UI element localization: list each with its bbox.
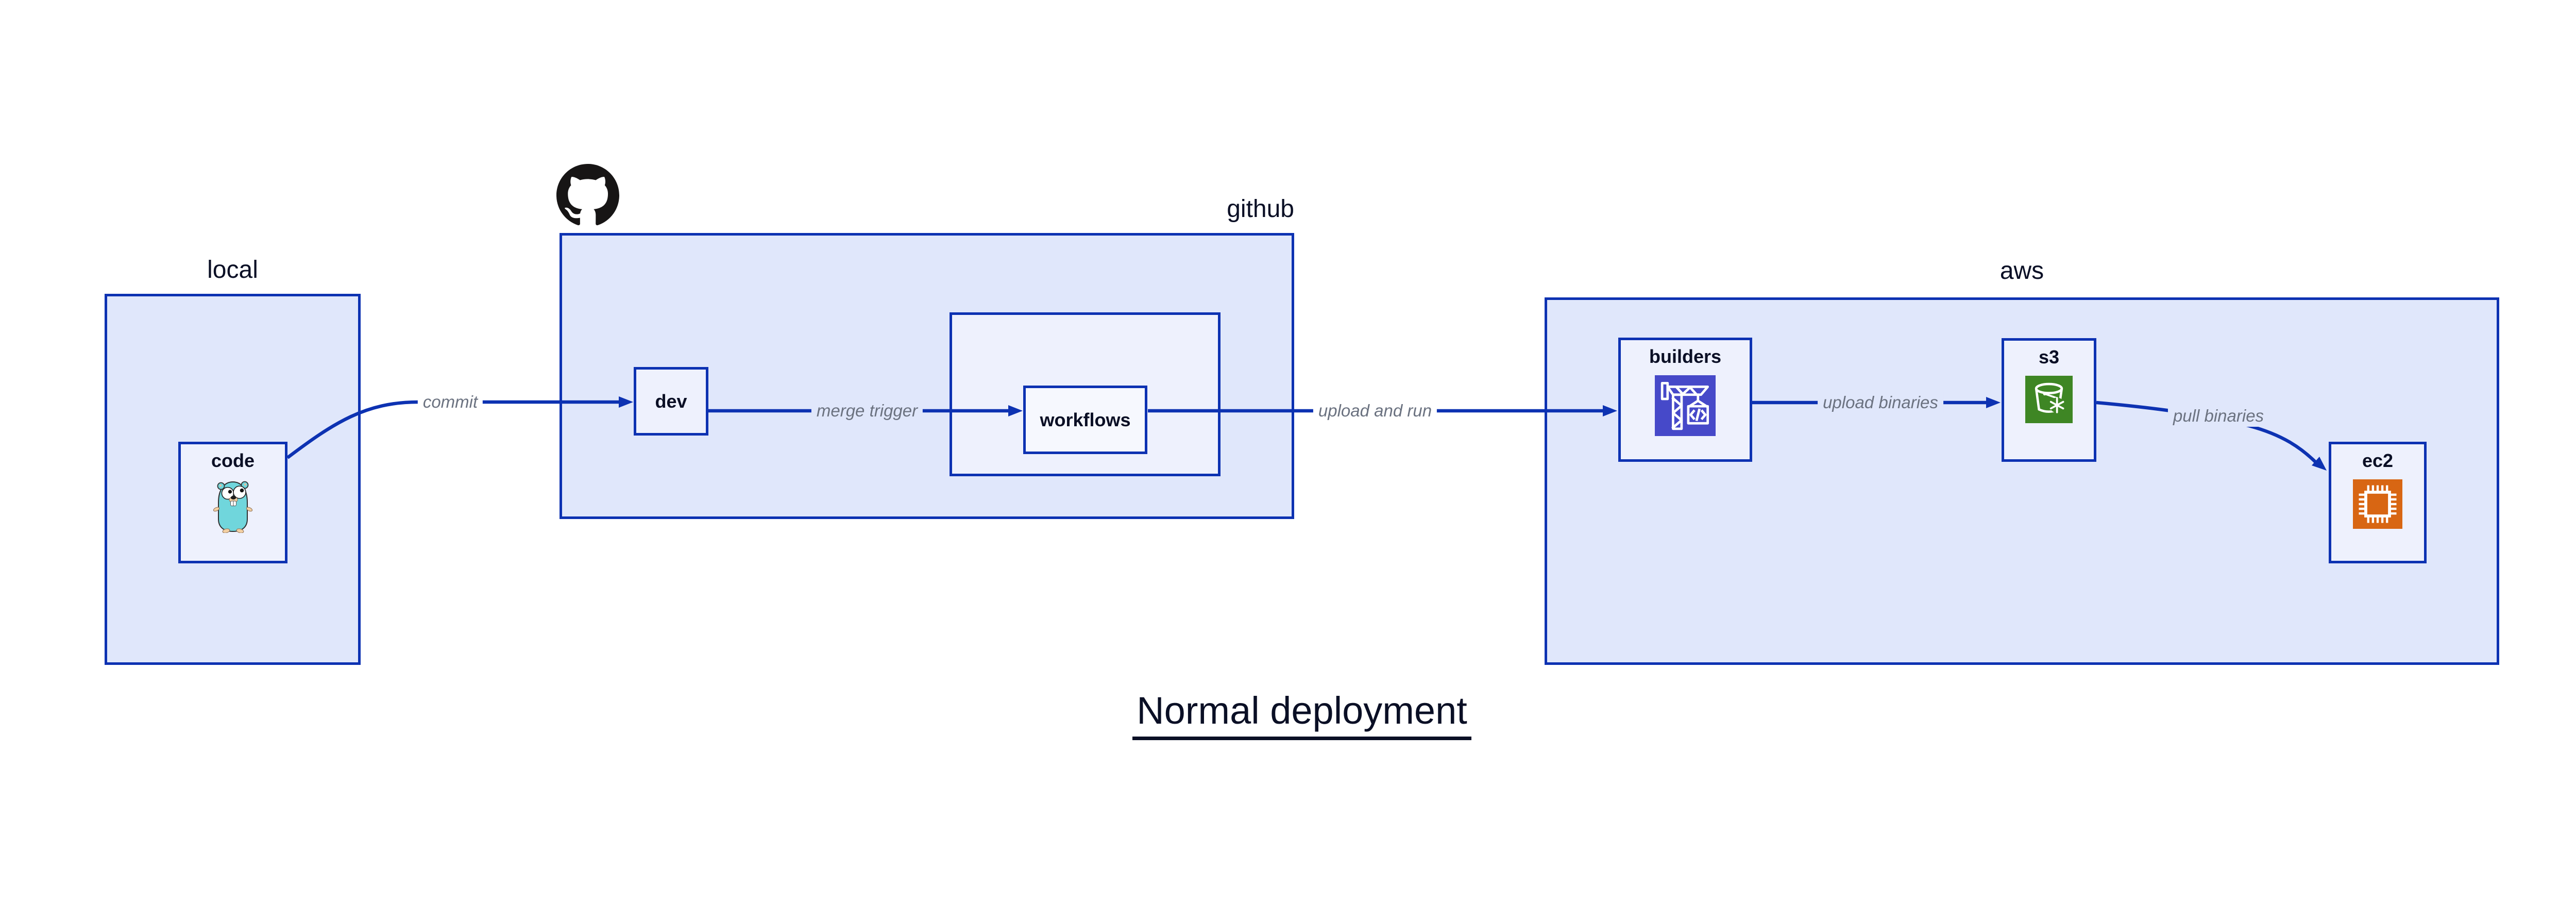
container-label-github: github [1227,195,1294,223]
node-s3: s3 [2002,338,2096,462]
node-builders: builders [1618,338,1752,462]
node-label-ec2: ec2 [2362,450,2394,471]
node-ec2: ec2 [2329,442,2427,563]
container-label-aws: aws [1999,257,2044,285]
node-dev: dev [634,367,708,436]
github-octocat-icon [556,164,619,225]
node-label-code: code [211,450,255,471]
node-code: code [178,442,287,563]
go-gopher-icon [213,481,253,533]
edge-label-pull-binaries: pull binaries [2167,405,2269,427]
node-label-s3: s3 [2038,346,2060,368]
codebuild-crane-icon [1655,375,1716,436]
node-label-workflows: workflows [1040,409,1131,430]
edge-label-merge-trigger: merge trigger [811,400,923,422]
node-label-dev: dev [655,390,687,412]
edge-label-upload-binaries: upload binaries [1818,392,1943,413]
edge-label-commit: commit [417,391,483,413]
diagram-title: Normal deployment [0,689,2576,740]
edge-label-upload-and-run: upload and run [1313,400,1437,422]
s3-bucket-snowflake-icon [2025,376,2073,423]
node-label-builders: builders [1649,346,1722,367]
container-label-local: local [207,256,258,283]
ec2-chip-icon [2353,479,2402,529]
diagram-title-text: Normal deployment [1132,689,1471,740]
node-workflows: workflows [1023,386,1147,454]
